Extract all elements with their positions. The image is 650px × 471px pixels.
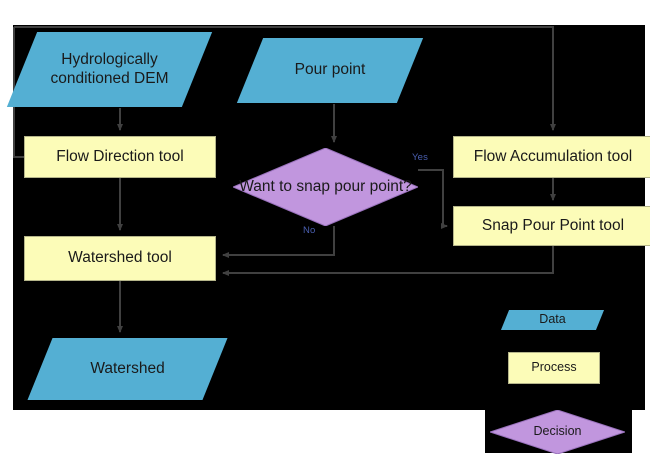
node-label: Flow Direction tool — [56, 147, 184, 165]
node-label: Flow Accumulation tool — [473, 147, 633, 165]
branch-label-yes: Yes — [412, 152, 429, 163]
branch-label-no: No — [303, 225, 316, 236]
node-want-to-snap-pour-point-decision[interactable]: Want to snap pour point? — [233, 148, 418, 226]
legend-label: Data — [539, 312, 566, 327]
node-label: Snap Pour Point tool — [481, 216, 625, 234]
diamond-shape — [233, 148, 418, 226]
node-watershed-output[interactable]: Watershed — [27, 338, 228, 400]
node-flow-direction-tool[interactable]: Flow Direction tool — [24, 136, 216, 178]
node-pour-point[interactable]: Pour point — [236, 38, 424, 103]
legend-label: Process — [531, 360, 577, 375]
node-flow-accumulation-tool[interactable]: Flow Accumulation tool — [453, 136, 650, 178]
diamond-shape — [490, 410, 625, 454]
node-label: Watershed — [90, 359, 165, 377]
node-label: Watershed tool — [68, 249, 172, 267]
legend-item-data: Data — [500, 310, 605, 330]
node-snap-pour-point-tool[interactable]: Snap Pour Point tool — [453, 206, 650, 246]
node-watershed-tool[interactable]: Watershed tool — [24, 236, 216, 281]
node-label: Hydrologically conditioned DEM — [50, 50, 169, 87]
legend-item-decision: Decision — [490, 410, 625, 454]
legend-item-process: Process — [508, 352, 600, 384]
legend-label: Decision — [533, 424, 582, 439]
node-label: Want to snap pour point? — [239, 177, 412, 195]
node-label: Pour point — [294, 61, 366, 79]
node-hydrologically-conditioned-dem[interactable]: Hydrologically conditioned DEM — [6, 32, 213, 107]
